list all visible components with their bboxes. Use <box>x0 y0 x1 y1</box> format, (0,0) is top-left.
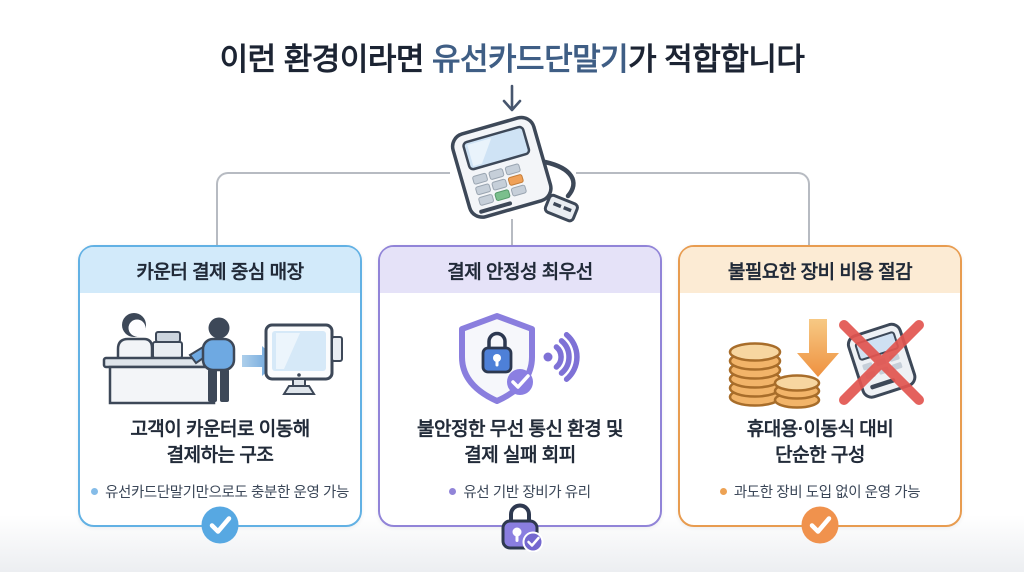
down-arrow-icon <box>502 84 522 112</box>
cashier-counter-illustration <box>102 313 343 405</box>
card-bullet: 유선 기반 장비가 유리 <box>449 481 591 502</box>
shield-lock-check-icon <box>459 313 580 404</box>
padlock-check-badge <box>501 503 544 552</box>
card-bullet: 유선카드단말기만으로도 충분한 운영 가능 <box>91 481 349 502</box>
card-equipment-cost-saving: 불필요한 장비 비용 절감 <box>678 245 962 544</box>
page-title: 이런 환경이라면 유선카드단말기가 적합합니다 <box>0 34 1024 79</box>
connector-line-left <box>216 172 450 248</box>
card-title: 결제 안정성 최우선 <box>380 247 660 293</box>
bullet-dot-icon <box>91 488 99 496</box>
card-title: 불필요한 장비 비용 절감 <box>680 247 960 293</box>
card-heading-line2: 결제 실패 회피 <box>464 445 576 467</box>
coins-decrease-icon <box>728 318 924 409</box>
title-suffix: 가 적합합니다 <box>628 42 805 77</box>
card-heading-line1: 휴대용·이동식 대비 <box>746 419 894 440</box>
card-heading: 휴대용·이동식 대비 단순한 구성 <box>746 417 894 469</box>
card-bullet: 과도한 장비 도입 없이 운영 가능 <box>719 481 921 502</box>
card-bullet-text: 과도한 장비 도입 없이 운영 가능 <box>733 485 921 502</box>
card-heading-line2: 단순한 구성 <box>775 445 865 467</box>
card-title: 카운터 결제 중심 매장 <box>80 247 360 293</box>
card-heading-line1: 고객이 카운터로 이동해 <box>130 419 310 440</box>
bullet-dot-icon <box>449 488 457 496</box>
card-payment-stability: 결제 안정성 최우선 <box>378 245 662 552</box>
connector-line-right <box>576 172 810 248</box>
card-heading: 불안정한 무선 통신 환경 및 결제 실패 회피 <box>417 417 623 469</box>
bullet-dot-icon <box>719 488 727 496</box>
title-prefix: 이런 환경이라면 <box>219 42 432 77</box>
connector-line-middle <box>511 219 513 246</box>
card-heading: 고객이 카운터로 이동해 결제하는 구조 <box>130 417 310 469</box>
card-heading-line1: 불안정한 무선 통신 환경 및 <box>417 419 623 440</box>
check-badge <box>801 506 839 544</box>
card-counter-payment: 카운터 결제 중심 매장 <box>78 245 362 544</box>
check-badge <box>201 506 239 544</box>
card-bullet-text: 유선 기반 장비가 유리 <box>463 485 591 502</box>
wireless-signal-icon <box>553 332 580 382</box>
title-highlight: 유선카드단말기 <box>432 42 629 77</box>
wired-card-terminal-illustration <box>450 115 579 223</box>
card-bullet-text: 유선카드단말기만으로도 충분한 운영 가능 <box>105 485 349 502</box>
card-heading-line2: 결제하는 구조 <box>166 445 274 467</box>
